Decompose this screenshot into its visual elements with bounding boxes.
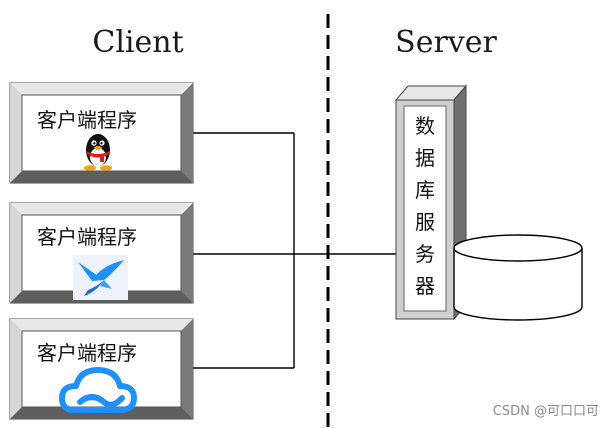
client-box-2: 客户端程序	[9, 202, 194, 304]
frame-bevel-bottom	[10, 171, 193, 183]
frame-bevel-right	[181, 203, 193, 303]
client-label: 客户端程序	[37, 108, 137, 132]
server-label-char: 务	[415, 242, 435, 266]
bird-swift-icon	[73, 255, 128, 300]
frame-bevel-top	[10, 83, 193, 95]
server-label-char: 数	[415, 114, 435, 138]
csdn-watermark: CSDN @可口口可	[493, 404, 599, 419]
client-label: 客户端程序	[37, 225, 137, 249]
frame-bevel-top	[10, 203, 193, 215]
client-label: 客户端程序	[37, 341, 137, 365]
server-label-char: 库	[415, 178, 435, 202]
client-box-1: 客户端程序	[9, 82, 194, 184]
database-cylinder	[453, 234, 583, 321]
frame-bevel-right	[181, 83, 193, 183]
server-heading: Server	[395, 25, 497, 60]
connection-lines	[193, 132, 396, 369]
cylinder-body	[453, 248, 583, 321]
client-heading: Client	[92, 25, 183, 60]
frame-bevel-right	[181, 319, 193, 419]
tower-label-panel	[403, 105, 447, 312]
server-label-char: 服	[415, 210, 435, 234]
cloud-icon	[59, 367, 137, 413]
cylinder-top	[453, 234, 583, 262]
frame-bevel-top	[10, 319, 193, 331]
qq-penguin-icon	[84, 134, 112, 171]
frame-bevel-left	[10, 319, 22, 419]
server-label-char: 据	[415, 146, 435, 170]
client-box-3: 客户端程序	[9, 318, 194, 420]
frame-bevel-left	[10, 83, 22, 183]
server-label-char: 器	[415, 274, 435, 298]
frame-bevel-left	[10, 203, 22, 303]
